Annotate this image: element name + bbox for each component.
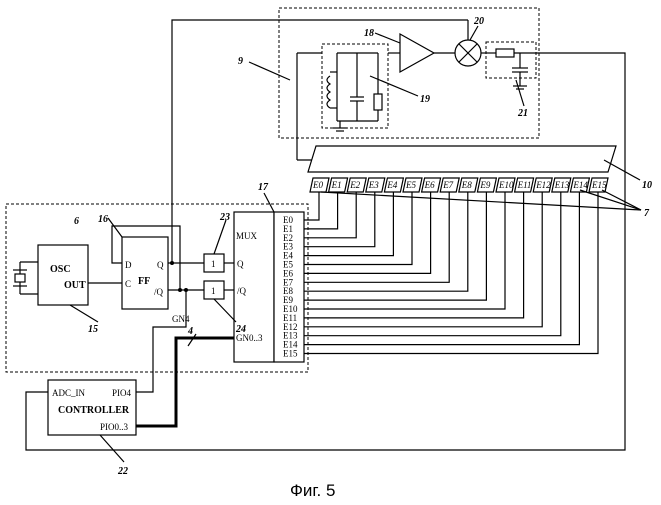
resistor [374,94,382,110]
electrode-pad-label: E12 [535,180,551,190]
mux-electrode-wire [304,192,449,282]
inductor-coil [327,76,330,108]
ref-6: 6 [74,216,79,227]
mux-gn-label: GN0..3 [236,333,263,343]
gn4-label: GN4 [172,314,190,324]
mux-electrode-wire [304,192,319,220]
ref-21: 21 [517,108,528,119]
mux-electrode-wire [304,192,375,247]
mux-electrode-wire [304,192,356,238]
controller-pio03-label: PIO0..3 [100,422,129,432]
ref-10: 10 [642,180,652,191]
ff-c-label: C [125,279,131,289]
crystal-symbol [15,274,25,282]
electrode-pad: E15 [589,178,608,192]
electrode-pad-label: E6 [424,180,435,190]
ref-19: 19 [420,94,430,105]
electrode-pad-label: E1 [331,180,342,190]
sensor-head-block [279,8,596,160]
sensor-head-dashed-border [279,8,539,138]
electrode-pad: E14 [570,178,589,192]
mux-title: MUX [236,231,258,241]
figure-caption: Фиг. 5 [290,481,335,500]
electrode-pad: E13 [552,178,571,192]
electrode-pad-label: E4 [386,180,397,190]
electrode-pad-label: E15 [591,180,607,190]
mux-electrode-wire [304,192,579,345]
controller-title: CONTROLLER [58,405,130,416]
mux-electrode-wire [304,192,542,327]
electrode-pad-label: E5 [405,180,416,190]
electrode-pad: E4 [384,178,403,192]
buffer-a-label: 1 [211,259,216,269]
ref-7: 7 [644,208,650,219]
controller-pio4-label: PIO4 [112,388,132,398]
amplifier-triangle [400,34,434,72]
electrode-pad-label: E2 [349,180,360,190]
electrode-pad: E1 [329,178,348,192]
electrode-pad: E3 [366,178,385,192]
mux-nq-label: /Q [237,286,247,296]
filter-border [486,42,536,78]
mux-q-label: Q [237,259,244,269]
mux-electrode-wiring [304,192,598,354]
mux-electrode-wire [304,192,524,318]
ref-15: 15 [88,324,98,335]
electrode-pad: E5 [403,178,422,192]
osc-out-label: OUT [64,280,86,291]
mux-pin-label: E15 [283,349,298,359]
electrode-pad-row: E0 E1 E2 E3 E4 E5 E6 E7 E8 E9 E10E11E12E13E14E15 [310,178,608,192]
electrode-pad-label: E11 [517,180,532,190]
ff-d-label: D [125,260,132,270]
flip-flop-block [122,237,168,309]
ff-title: FF [138,276,150,287]
electrode-pad: E7 [440,178,459,192]
mux-electrode-wire [304,192,393,256]
electrode-pad: E11 [515,178,534,192]
ref-23: 23 [219,212,230,223]
ff-q-label: Q [157,260,164,270]
ref-20: 20 [473,16,484,27]
ref-17: 17 [258,182,269,193]
oscillator-block [38,245,88,305]
ff-nq-label: /Q [154,287,164,297]
ref-4: 4 [187,326,193,337]
electrode-pad: E10 [496,178,515,192]
osc-title: OSC [50,264,71,275]
buffer-b-label: 1 [211,286,216,296]
gn-bus [136,338,234,426]
electrode-pad-label: E9 [479,180,490,190]
electrode-pad: E8 [459,178,478,192]
ref-18: 18 [364,28,374,39]
electrode-pad: E2 [347,178,366,192]
electrode-pad-label: E14 [572,180,588,190]
electrode-pad: E6 [422,178,441,192]
electrode-pad-label: E7 [442,180,453,190]
electrode-pad: E0 [310,178,329,192]
ref-16: 16 [98,214,108,225]
electrode-pad-label: E0 [312,180,323,190]
mux-electrode-wire [304,192,338,229]
electrode-pad-label: E10 [498,180,514,190]
electrode-pad: E9 [477,178,496,192]
electrode-pad-label: E3 [368,180,379,190]
mux-electrode-wire [304,192,468,291]
electrode-pad-label: E8 [461,180,472,190]
ref-9: 9 [238,56,243,67]
electrode-pad: E12 [533,178,552,192]
mux-electrode-wire [304,192,486,300]
mux-electrode-wire [304,192,561,336]
electrode-pad-label: E13 [554,180,570,190]
electrode-plate [308,146,616,172]
mux-electrode-wire [304,192,598,354]
ref-22: 22 [117,466,128,477]
filter-resistor [496,49,514,57]
mux-electrode-wire [304,192,412,265]
controller-adc-label: ADC_IN [52,388,85,398]
